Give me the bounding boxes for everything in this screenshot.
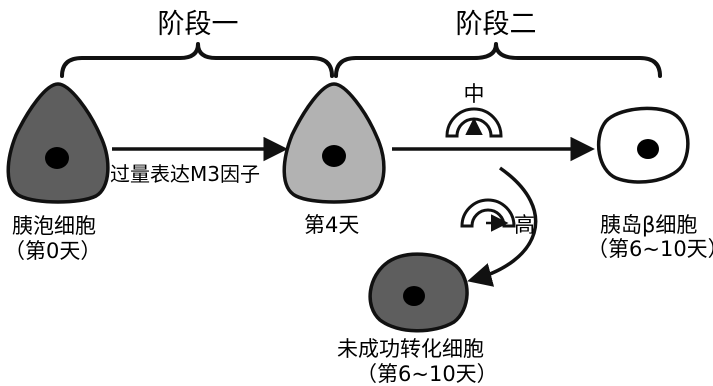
failed-cell-nucleus: [403, 286, 425, 306]
stage-2-label: 阶段二: [456, 9, 537, 40]
intermediate-cell-nucleus: [322, 145, 346, 167]
beta-cell-timepoint: （第6~10天）: [587, 237, 713, 261]
failed-path-arrow: [467, 166, 538, 287]
beta-cell-name: 胰岛β细胞: [600, 213, 697, 237]
failed-cell: [368, 252, 469, 333]
beta-cell: [596, 106, 690, 184]
high-gauge: [460, 198, 516, 232]
stage-2-brace: [334, 42, 662, 78]
overexpress-arrow-label: 过量表达M3因子: [110, 162, 260, 186]
intermediate-cell-name: 第4天: [304, 213, 359, 237]
acinar-cell-body: [6, 82, 110, 204]
intermediate-cell-body: [282, 82, 386, 204]
intermediate-cell: [282, 82, 386, 204]
stage-1-label: 阶段一: [158, 9, 239, 40]
acinar-cell-name: 胰泡细胞: [12, 214, 96, 238]
high-gauge-arc: [460, 198, 516, 228]
medium-gauge-arc: [445, 107, 503, 138]
acinar-cell: [6, 82, 110, 204]
stage-1-brace: [60, 42, 334, 78]
medium-gauge: [445, 107, 503, 138]
beta-cell-nucleus: [637, 139, 659, 159]
acinar-cell-timepoint: （第0天）: [4, 239, 101, 263]
failed-cell-timepoint: （第6~10天）: [356, 362, 498, 386]
failed-cell-name: 未成功转化细胞: [337, 337, 484, 361]
medium-gauge-label: 中: [464, 82, 485, 106]
high-gauge-label: 高: [514, 213, 535, 237]
acinar-cell-nucleus: [45, 147, 69, 169]
